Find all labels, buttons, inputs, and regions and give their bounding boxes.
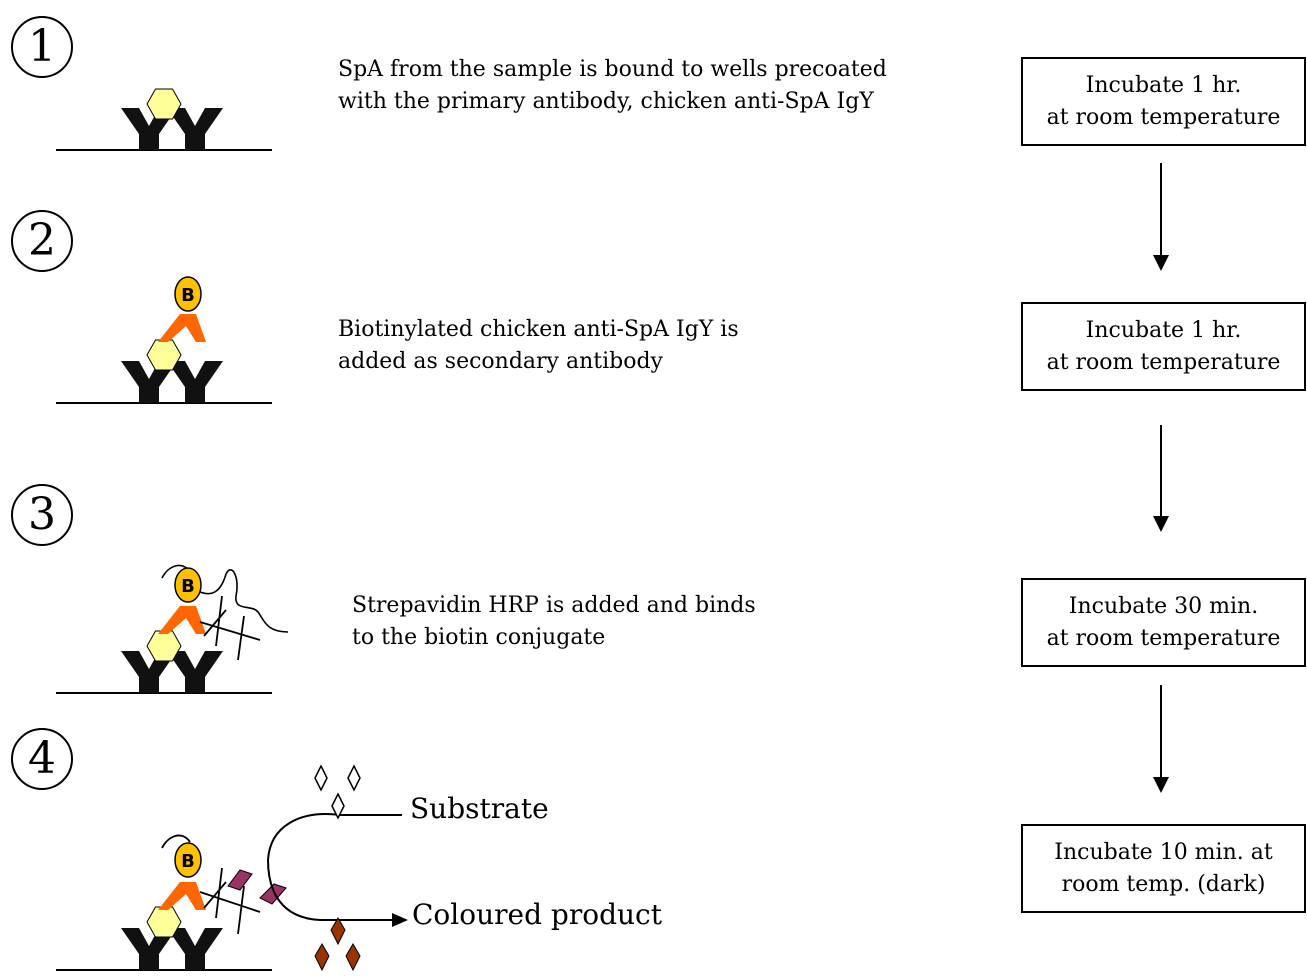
- incubation-2-line-1: Incubate 1 hr.: [1085, 317, 1242, 343]
- step-4-illustration: B: [56, 764, 408, 972]
- product-diamond: [330, 917, 346, 946]
- incubation-3-line-1: Incubate 30 min.: [1068, 593, 1259, 619]
- step-3-illustration: B: [56, 564, 289, 694]
- substrate-diamond: [331, 792, 345, 820]
- incubation-1-line-1: Incubate 1 hr.: [1085, 72, 1242, 98]
- svg-text:B: B: [181, 851, 195, 872]
- step-1-description-line-2: with the primary antibody, chicken anti-…: [338, 89, 874, 114]
- flow-arrow-2: [1153, 425, 1169, 532]
- step-2-description-line-1: Biotinylated chicken anti-SpA IgY is: [338, 317, 739, 342]
- flow-arrow-3: [1153, 685, 1169, 793]
- step-1-number: 1: [11, 16, 73, 78]
- coloured-product-label: Coloured product: [412, 898, 662, 931]
- product-diamond: [345, 943, 361, 972]
- product-diamond: [314, 943, 330, 972]
- step-1-description: SpA from the sample is bound to wells pr…: [338, 54, 887, 118]
- incubation-1-line-2: at room temperature: [1046, 104, 1281, 130]
- incubation-4-line-1: Incubate 10 min. at: [1054, 839, 1273, 865]
- substrate-diamond: [347, 764, 361, 792]
- substrate-diamond: [314, 764, 328, 792]
- step-1-description-line-1: SpA from the sample is bound to wells pr…: [338, 57, 887, 82]
- incubation-4-line-2: room temp. (dark): [1061, 871, 1266, 897]
- step-2-number: 2: [11, 210, 73, 272]
- incubation-box-3: Incubate 30 min. at room temperature: [1021, 578, 1306, 667]
- step-3-description-line-1: Strepavidin HRP is added and binds: [352, 593, 756, 618]
- substrate-label: Substrate: [410, 792, 549, 825]
- step-4-number: 4: [11, 728, 73, 790]
- incubation-box-4: Incubate 10 min. at room temp. (dark): [1021, 824, 1306, 913]
- step-3-description-line-2: to the biotin conjugate: [352, 625, 606, 650]
- hrp-enzyme: [259, 883, 287, 905]
- incubation-3-line-2: at room temperature: [1046, 625, 1281, 651]
- step-3-number: 3: [11, 484, 73, 546]
- step-2-description: Biotinylated chicken anti-SpA IgY is add…: [338, 314, 739, 378]
- step-2-illustration: B: [56, 276, 272, 404]
- step-2-description-line-2: added as secondary antibody: [338, 349, 663, 374]
- incubation-box-1: Incubate 1 hr. at room temperature: [1021, 57, 1306, 146]
- hrp-enzyme: [227, 869, 253, 891]
- step-1-illustration: [56, 88, 272, 151]
- svg-text:B: B: [181, 576, 195, 597]
- incubation-box-2: Incubate 1 hr. at room temperature: [1021, 302, 1306, 391]
- incubation-2-line-2: at room temperature: [1046, 349, 1281, 375]
- elisa-illustrations: B B B: [56, 88, 408, 972]
- svg-text:B: B: [181, 285, 195, 306]
- step-3-description: Strepavidin HRP is added and binds to th…: [352, 590, 756, 654]
- flow-arrow-1: [1153, 163, 1169, 271]
